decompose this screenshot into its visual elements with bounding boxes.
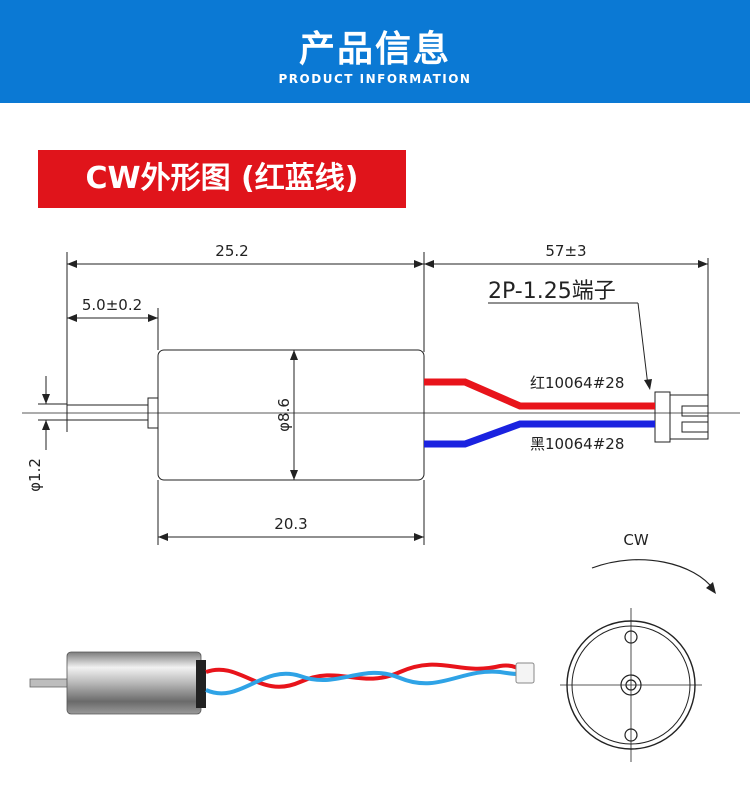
blue-wire [424, 420, 655, 448]
photo-connector [515, 662, 535, 684]
page-subtitle: PRODUCT INFORMATION [278, 72, 472, 86]
section-label: CW外形图 (红蓝线) [38, 150, 406, 208]
page-title: 产品信息 [298, 29, 451, 70]
motor-photo [29, 651, 535, 715]
cw-arrow-head [706, 582, 716, 594]
end-view [560, 559, 715, 762]
dim-body-text: 20.3 [274, 515, 307, 533]
red-wire [424, 378, 655, 410]
dim-total-text: 25.2 [215, 242, 248, 260]
photo-can [66, 651, 202, 715]
dim-lead-text: 57±3 [545, 242, 586, 260]
connector-pin-bottom [681, 421, 709, 433]
connector-label: 2P-1.25端子 [488, 279, 616, 304]
connector-housing [654, 391, 671, 443]
callout-leader [637, 302, 649, 387]
motor-shaft [66, 404, 149, 421]
dim-shaft-text: 5.0±0.2 [82, 296, 142, 314]
photo-shaft [29, 678, 71, 688]
cw-arrow-arc [591, 559, 715, 591]
dim-shaft-dia-text: φ1.2 [26, 458, 44, 492]
photo-endcap [196, 660, 206, 708]
connector-body [669, 394, 709, 440]
rotation-label: CW [623, 531, 648, 549]
wire-black-label: 黑10064#28 [530, 435, 624, 453]
header-banner: 产品信息 PRODUCT INFORMATION [0, 0, 750, 103]
arrowheads [42, 260, 708, 541]
photo-blue-wire [205, 669, 519, 696]
wire-red-label: 红10064#28 [530, 374, 624, 392]
connector-pin-top [681, 405, 709, 417]
dim-diameter-text: φ8.6 [275, 398, 293, 432]
